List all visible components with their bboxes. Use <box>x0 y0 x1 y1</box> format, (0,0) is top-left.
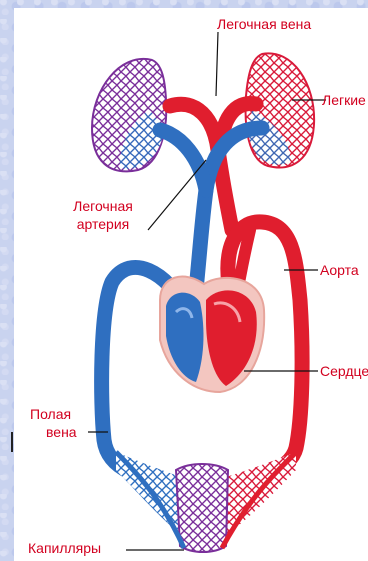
vena-cava-label-line1: Полая <box>30 406 71 422</box>
vena-cava-label-line2: вена <box>46 424 77 440</box>
pulmonary-vein-label: Легочная вена <box>217 16 311 32</box>
capillaries-label: Капилляры <box>28 540 101 556</box>
right-heart <box>166 293 203 382</box>
pulmonary-artery-label-line2: артерия <box>60 216 146 232</box>
capillary-bed <box>116 452 296 552</box>
aorta-label: Аорта <box>320 262 359 278</box>
pulmonary-artery-label-line1: Легочная <box>60 198 146 214</box>
heart-label: Сердце <box>320 363 368 379</box>
left-lung <box>92 59 166 171</box>
lungs-label: Легкие <box>322 92 366 108</box>
